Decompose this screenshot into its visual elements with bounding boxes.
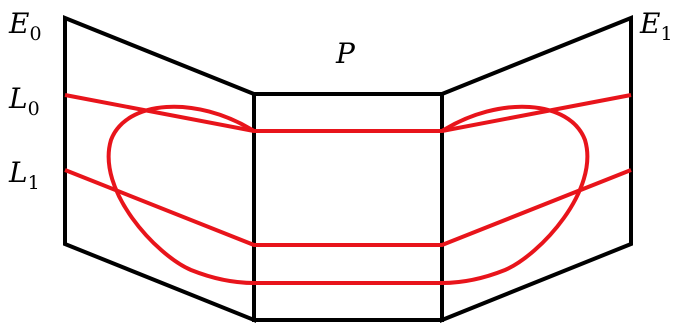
line-L1 <box>64 168 632 247</box>
label-E1: E1 <box>639 7 673 45</box>
label-L1: L1 <box>8 156 40 194</box>
red-curves <box>64 93 632 285</box>
center-panel <box>252 92 444 322</box>
label-E0: E0 <box>8 7 42 45</box>
left-panel <box>63 15 256 323</box>
label-P: P <box>335 37 356 70</box>
label-L0: L0 <box>8 82 40 120</box>
closed-loop <box>106 104 590 285</box>
right-panel <box>440 15 633 323</box>
line-L0 <box>64 93 632 133</box>
